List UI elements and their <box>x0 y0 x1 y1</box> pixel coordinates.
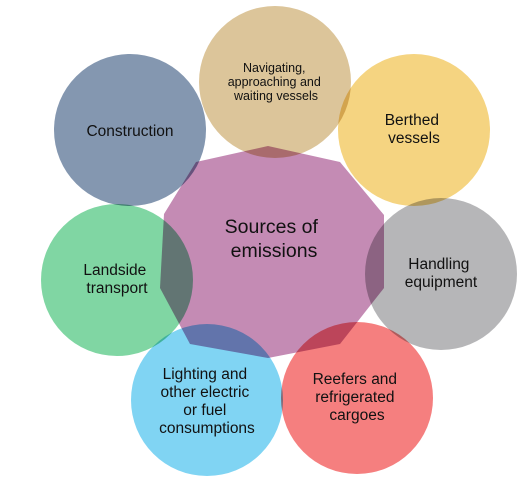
lighting-circle <box>131 324 283 476</box>
reefers-label-line: Reefers and <box>313 371 397 388</box>
handling-equipment-label: Handling equipment <box>405 256 478 291</box>
landside-label-line: transport <box>86 280 148 297</box>
navigating-vessels-label: Navigating, approaching and waiting vess… <box>228 61 325 103</box>
landside-transport-label: Landside transport <box>83 262 150 297</box>
berthed-label-line: vessels <box>388 130 440 147</box>
construction-label: Construction <box>86 123 173 140</box>
center-label-line: emissions <box>231 240 318 262</box>
handling-equipment-circle <box>365 198 517 350</box>
lighting-label-line: Lighting and <box>163 366 247 383</box>
handling-label-line: equipment <box>405 274 478 291</box>
reefers-label: Reefers and refrigerated cargoes <box>313 371 402 424</box>
berthed-label-line: Berthed <box>385 112 439 129</box>
center-heptagon <box>160 146 384 358</box>
center-shape-group <box>160 146 384 358</box>
landside-transport-circle <box>41 204 193 356</box>
lighting-label-line: other electric <box>160 384 249 401</box>
construction-circle <box>54 54 206 206</box>
labels: Sources of emissions Navigating, approac… <box>83 61 477 437</box>
reefers-label-line: cargoes <box>329 407 384 424</box>
reefers-label-line: refrigerated <box>315 389 394 406</box>
berthed-vessels-circle <box>338 54 490 206</box>
navigating-vessels-circle <box>199 6 351 158</box>
navigating-label-line: Navigating, <box>243 61 306 75</box>
handling-label-line: Handling <box>408 256 469 273</box>
outer-circles <box>41 6 517 476</box>
center-label-line: Sources of <box>225 216 319 238</box>
navigating-label-line: waiting vessels <box>233 89 318 103</box>
landside-label-line: Landside <box>83 262 146 279</box>
lighting-label-line: consumptions <box>159 420 255 437</box>
lighting-label-line: or fuel <box>183 402 226 419</box>
reefers-circle <box>281 322 433 474</box>
construction-label-line: Construction <box>86 123 173 140</box>
center-label: Sources of emissions <box>225 216 324 262</box>
lighting-label: Lighting and other electric or fuel cons… <box>159 366 255 437</box>
berthed-vessels-label: Berthed vessels <box>385 112 444 147</box>
navigating-label-line: approaching and <box>228 75 321 89</box>
